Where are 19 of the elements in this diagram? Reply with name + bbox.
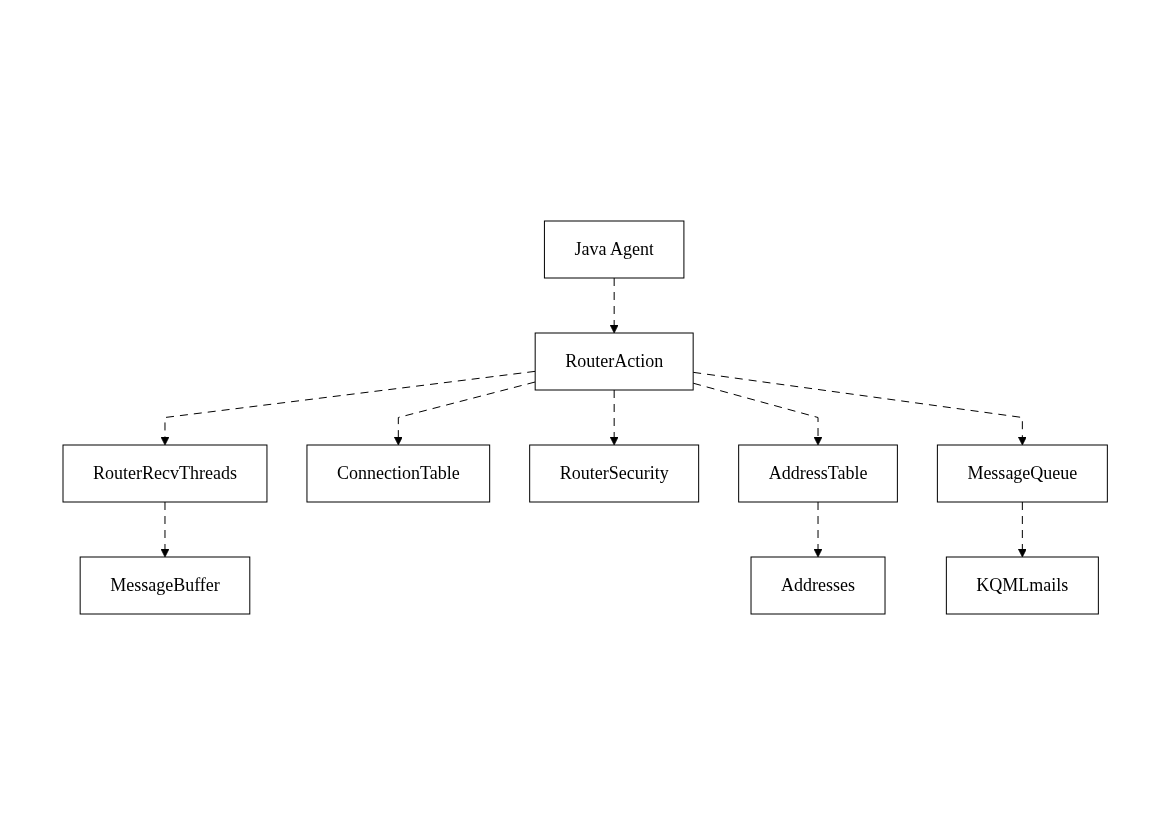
node-box: RouterSecurity <box>529 444 700 503</box>
node-box: MessageBuffer <box>80 556 251 615</box>
arrow <box>160 501 170 558</box>
arrow <box>693 382 823 446</box>
node-box: RouterRecvThreads <box>62 444 268 503</box>
node-box: Addresses <box>750 556 886 615</box>
arrow <box>693 371 1028 446</box>
arrow <box>394 381 536 446</box>
arrow <box>610 277 619 334</box>
arrow <box>1018 501 1028 558</box>
arrow <box>610 389 619 446</box>
node-box: RouterAction <box>535 332 694 391</box>
node-box: ConnectionTable <box>306 444 491 503</box>
arrow <box>160 370 536 446</box>
node-box: KQMLmails <box>946 556 1100 615</box>
arrow <box>813 501 823 558</box>
node-box: AddressTable <box>738 444 899 503</box>
node-box: Java Agent <box>544 220 685 279</box>
node-box: MessageQueue <box>937 444 1109 503</box>
